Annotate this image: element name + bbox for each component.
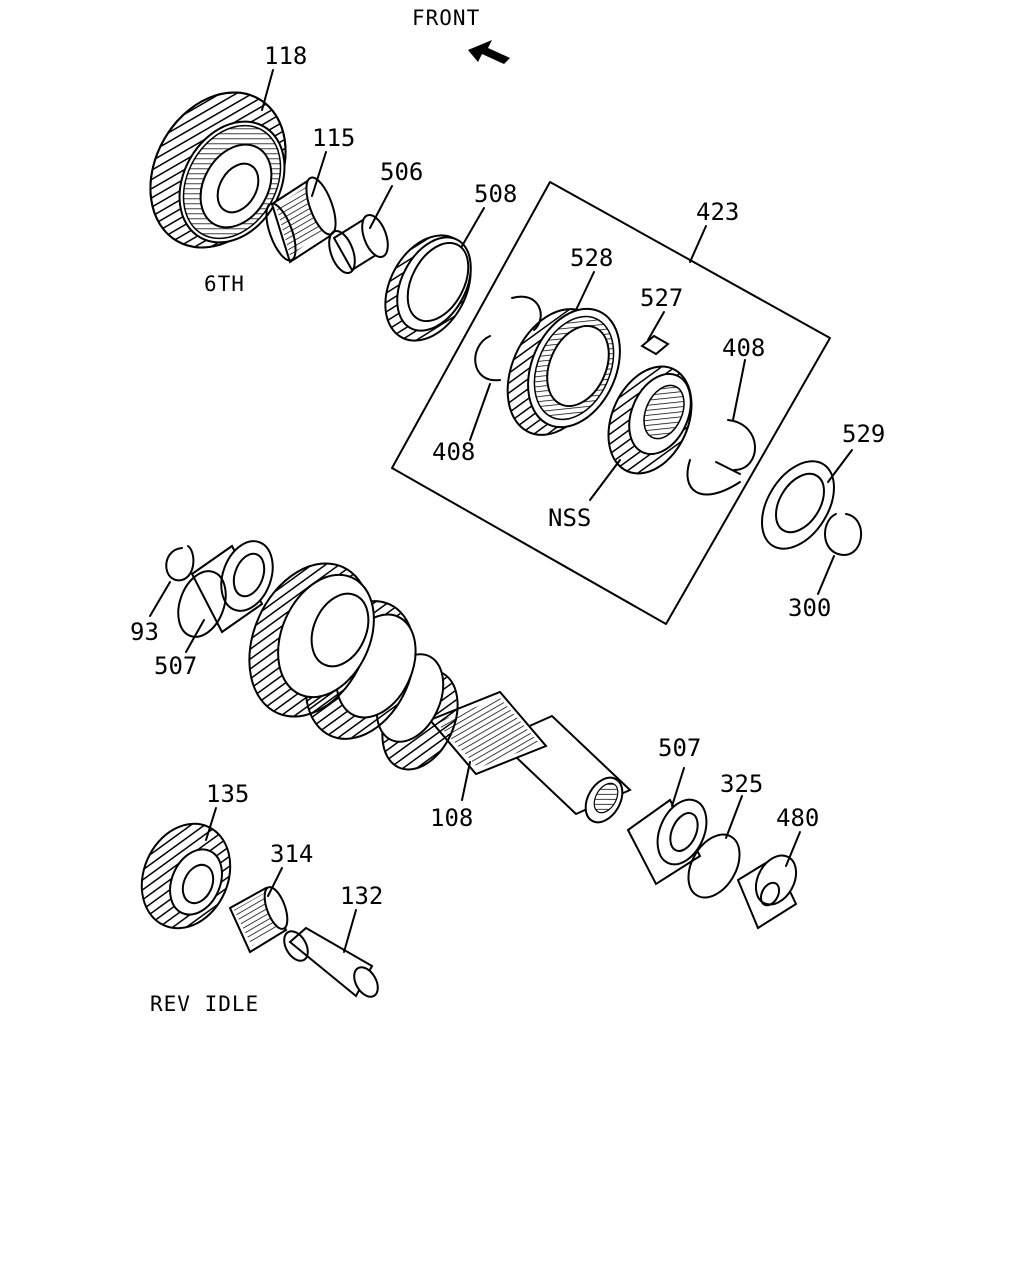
- assembly-423-frame: [391, 181, 831, 625]
- part-nss-hub: [607, 365, 693, 475]
- callout-528: 528: [570, 244, 614, 272]
- callout-132: 132: [340, 882, 384, 910]
- front-arrow-icon: [468, 40, 510, 64]
- callout-529: 529: [842, 420, 886, 448]
- callout-314: 314: [270, 840, 314, 868]
- part-115-needle-bearing: [265, 176, 337, 264]
- part-132-idle-shaft: [283, 926, 379, 998]
- callout-325: 325: [720, 770, 764, 798]
- front-label: FRONT: [412, 6, 481, 30]
- part-480-collar: [736, 854, 798, 930]
- callout-408-left: 408: [432, 438, 476, 466]
- part-135-reverse-idle-gear: [140, 822, 232, 930]
- part-300-snap-ring: [824, 513, 863, 556]
- caption-6th: 6TH: [204, 272, 245, 296]
- callout-115: 115: [312, 124, 356, 152]
- part-507-bearing-lower: [626, 798, 708, 886]
- part-529-washer: [761, 460, 835, 550]
- callout-423: 423: [696, 198, 740, 226]
- part-325-shim: [687, 833, 741, 899]
- part-108-countershaft: [248, 562, 632, 824]
- caption-rev-idle: REV IDLE: [150, 992, 260, 1016]
- callout-408-right: 408: [722, 334, 766, 362]
- part-508-sync-ring: [384, 234, 472, 342]
- callout-118: 118: [264, 42, 308, 70]
- callout-507-lower: 507: [658, 734, 702, 762]
- part-527-key: [640, 334, 670, 356]
- callout-508: 508: [474, 180, 518, 208]
- callout-480: 480: [776, 804, 820, 832]
- callout-93: 93: [130, 618, 159, 646]
- callout-108: 108: [430, 804, 474, 832]
- label-nss: NSS: [548, 504, 592, 532]
- callout-507-upper: 507: [154, 652, 198, 680]
- callout-300: 300: [788, 594, 832, 622]
- callout-527: 527: [640, 284, 684, 312]
- part-93-snap-ring: [165, 545, 195, 582]
- callout-135: 135: [206, 780, 250, 808]
- part-408-spring-right: [686, 419, 756, 496]
- part-528-sleeve: [506, 307, 621, 436]
- part-507-bearing-upper: [177, 540, 274, 638]
- part-506-collar: [328, 213, 389, 275]
- callout-506: 506: [380, 158, 424, 186]
- part-314-needle-bearing: [228, 886, 289, 954]
